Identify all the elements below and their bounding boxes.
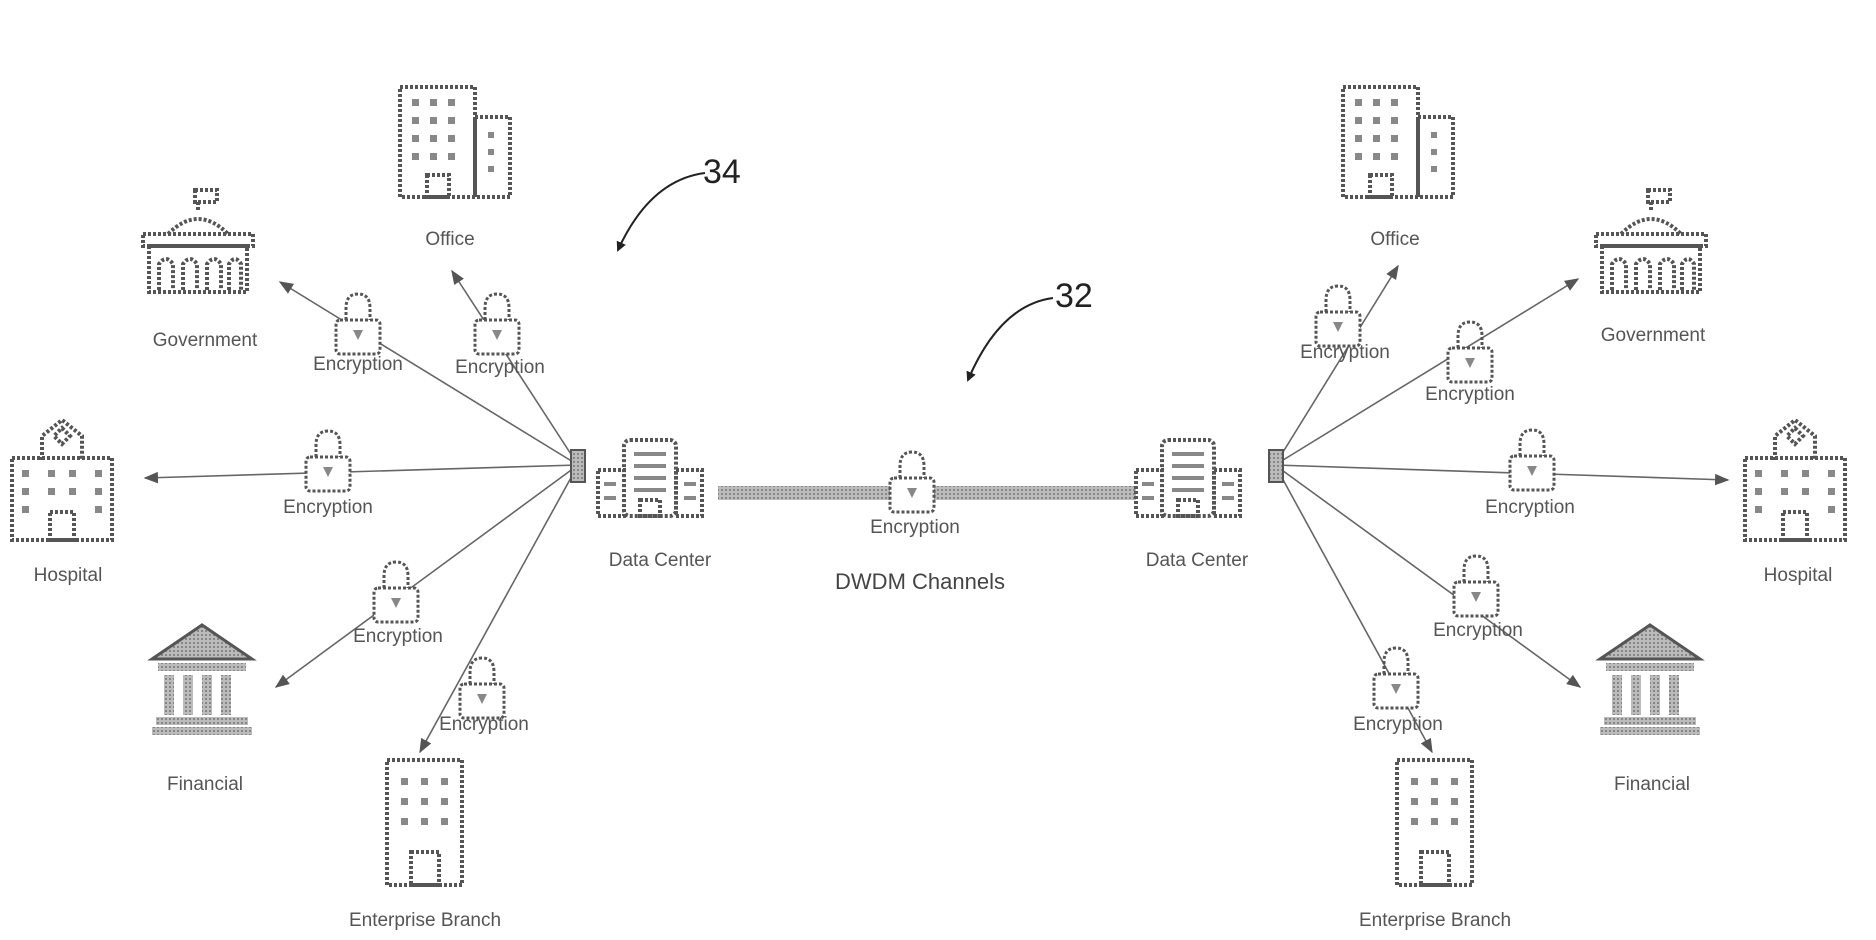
- left-financial-encryption-label: Encryption: [353, 626, 443, 647]
- left-enterprise-encryption-label: Encryption: [439, 714, 529, 735]
- left-enterprise-icon: [387, 760, 462, 885]
- left-office-lock-icon: [475, 294, 519, 354]
- right-financial-label: Financial: [1614, 774, 1690, 795]
- right-government-lock-icon: [1448, 322, 1492, 382]
- right-data-center-label: Data Center: [1146, 550, 1249, 571]
- line-left-hospital: [145, 465, 578, 478]
- right-government-label: Government: [1601, 325, 1706, 346]
- line-right-government: [1275, 279, 1578, 465]
- right-hospital-label: Hospital: [1764, 565, 1833, 586]
- line-right-enterprise: [1275, 465, 1432, 752]
- right-data-center-icon: [1136, 440, 1240, 516]
- line-right-office: [1275, 266, 1398, 465]
- left-financial-lock-icon: [374, 562, 418, 622]
- left-financial-label: Financial: [167, 774, 243, 795]
- left-financial-icon: [152, 625, 252, 735]
- left-hospital-encryption-label: Encryption: [283, 497, 373, 518]
- left-office-label: Office: [425, 229, 474, 250]
- dwdm-channels-label: DWDM Channels: [835, 569, 1005, 594]
- right-hub: [1269, 450, 1283, 482]
- left-hospital-label: Hospital: [34, 565, 103, 586]
- right-hospital-encryption-label: Encryption: [1485, 497, 1575, 518]
- right-office-icon: [1343, 87, 1453, 197]
- left-hospital-icon: [12, 420, 112, 540]
- right-hospital-icon: [1745, 420, 1845, 540]
- right-office-encryption-label: Encryption: [1300, 342, 1390, 363]
- right-hospital-lock-icon: [1510, 430, 1554, 490]
- left-data-center-label: Data Center: [609, 550, 712, 571]
- right-enterprise-icon: [1397, 760, 1472, 885]
- left-government-label: Government: [153, 330, 258, 351]
- ref-34-arrow: [618, 173, 705, 250]
- right-government-icon: [1596, 190, 1706, 292]
- left-hospital-lock-icon: [306, 431, 350, 491]
- right-office-lock-icon: [1316, 286, 1360, 346]
- right-financial-lock-icon: [1454, 556, 1498, 616]
- left-enterprise-label: Enterprise Branch: [349, 910, 501, 931]
- ref-32-label: 32: [1055, 277, 1093, 315]
- right-enterprise-label: Enterprise Branch: [1359, 910, 1511, 931]
- left-office-icon: [400, 87, 510, 197]
- line-right-hospital: [1275, 465, 1728, 480]
- center-encryption-label: Encryption: [870, 517, 960, 538]
- left-data-center-icon: [598, 440, 702, 516]
- ref-34-label: 34: [703, 153, 741, 191]
- right-office-label: Office: [1370, 229, 1419, 250]
- left-government-lock-icon: [336, 294, 380, 354]
- left-government-encryption-label: Encryption: [313, 354, 403, 375]
- center-lock-icon: [890, 452, 934, 512]
- left-office-encryption-label: Encryption: [455, 357, 545, 378]
- right-enterprise-encryption-label: Encryption: [1353, 714, 1443, 735]
- right-government-encryption-label: Encryption: [1425, 384, 1515, 405]
- left-hub: [571, 450, 585, 482]
- left-government-icon: [143, 190, 253, 292]
- ref-32-arrow: [968, 298, 1053, 380]
- right-financial-icon: [1600, 625, 1700, 735]
- right-financial-encryption-label: Encryption: [1433, 620, 1523, 641]
